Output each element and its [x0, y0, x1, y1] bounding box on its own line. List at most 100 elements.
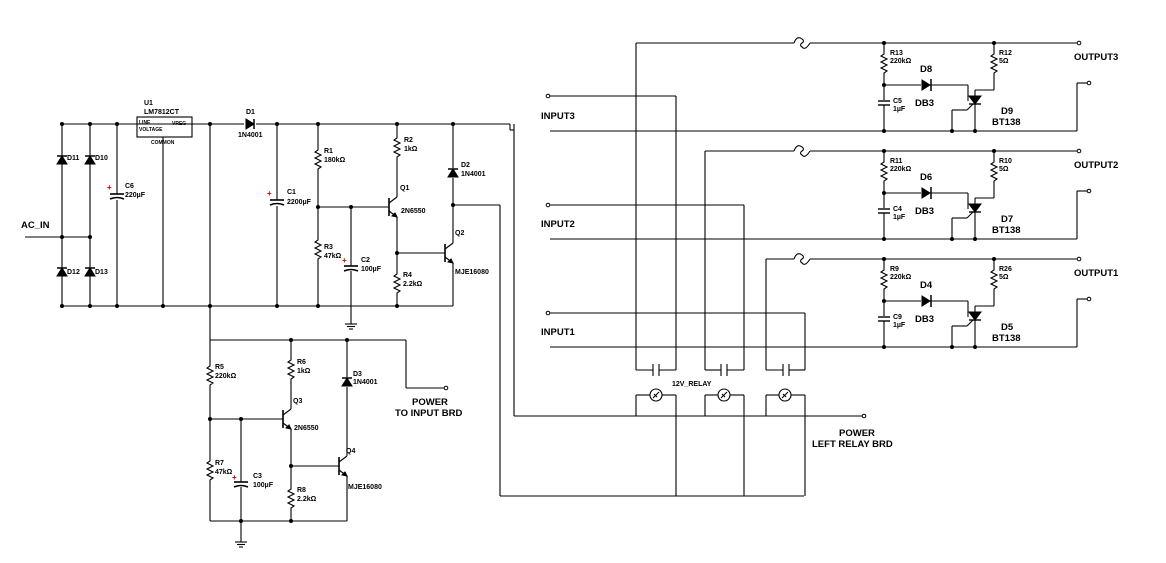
value-r6: 1kΩ [297, 368, 311, 375]
triac-d9 [966, 95, 982, 111]
capacitor-c1 [269, 199, 285, 206]
terminal-input1 [545, 310, 551, 316]
value-r1: 180kΩ [324, 157, 346, 164]
terminal-output2-b [1086, 188, 1092, 194]
value-d8: DB3 [915, 98, 934, 109]
value-r13: 220kΩ [890, 58, 912, 65]
label-c5: C5 [893, 98, 902, 105]
capacitor-c9 [877, 316, 891, 322]
diode-d2 [447, 168, 459, 178]
u1-pin-line: LINE [139, 120, 151, 126]
label-c9: C9 [893, 314, 902, 321]
resistor-r12 [990, 49, 998, 78]
triac-d5 [966, 311, 982, 327]
label-u1: U1 [144, 100, 153, 107]
relay-coil-2 [717, 388, 731, 402]
diode-d11 [56, 155, 68, 165]
label-r7: R7 [215, 460, 224, 467]
label-power-input-1: POWER [412, 397, 448, 408]
terminal-output1-a [1076, 256, 1082, 262]
transistor-q2 [444, 242, 454, 264]
svg-text:+: + [232, 473, 237, 482]
resistor-r7 [206, 456, 214, 485]
label-input2: INPUT2 [541, 219, 575, 230]
value-r4: 2.2kΩ [403, 281, 423, 288]
label-r12: R12 [999, 50, 1012, 57]
label-r6: R6 [297, 359, 306, 366]
ground-symbol-1 [344, 319, 358, 330]
channel-2: OUTPUT2 R11 220kΩ R10 5Ω C4 1µF D6 DB3 D… [705, 145, 1118, 241]
resistor-r10 [990, 157, 998, 186]
u1-pin-vreg: VREG [172, 121, 186, 127]
value-q2: MJE16080 [455, 269, 489, 276]
u1-pin-common: COMMON [151, 140, 175, 146]
label-d7: D7 [1001, 214, 1013, 225]
diac-d6 [921, 186, 932, 200]
label-r1: R1 [324, 148, 333, 155]
label-r9: R9 [890, 266, 899, 273]
value-c1: 2200µF [287, 199, 312, 206]
resistor-r2 [393, 133, 401, 162]
label-ac-in: AC_IN [21, 220, 50, 231]
value-q4: MJE16080 [348, 484, 382, 491]
fuse-1 [793, 253, 811, 265]
value-d4: DB3 [915, 314, 934, 325]
resistor-r26 [990, 265, 998, 294]
terminal-output1-b [1086, 296, 1092, 302]
value-q1: 2N6550 [401, 208, 426, 215]
resistor-r1 [314, 145, 322, 174]
value-d2: 1N4001 [461, 171, 486, 178]
fuse-3 [793, 37, 811, 49]
ground-symbol-2 [234, 537, 248, 548]
value-r5: 220kΩ [215, 373, 237, 380]
label-c6: C6 [125, 183, 134, 190]
value-d7: BT138 [992, 225, 1021, 236]
value-r12: 5Ω [999, 58, 1009, 65]
diode-d12 [56, 267, 68, 277]
value-r3: 47kΩ [324, 253, 342, 260]
capacitor-c4 [877, 208, 891, 214]
diode-d1 [245, 118, 255, 130]
label-output2: OUTPUT2 [1074, 160, 1118, 171]
label-input1: INPUT1 [541, 327, 576, 338]
resistor-r11 [880, 157, 888, 186]
label-d6: D6 [920, 172, 932, 183]
label-output3: OUTPUT3 [1074, 52, 1118, 63]
label-output1: OUTPUT1 [1074, 268, 1119, 279]
relay-coil-3 [778, 388, 792, 402]
transistor-q4 [338, 455, 348, 477]
value-c3: 100µF [253, 482, 274, 489]
channel-3: OUTPUT3 R13 220kΩ R12 5Ω C5 1µF D8 DB3 D… [636, 37, 1118, 133]
value-c4: 1µF [893, 214, 906, 221]
diode-d13 [84, 267, 96, 277]
channel-1: OUTPUT1 R9 220kΩ R26 5Ω C9 1µF D4 DB3 D5 [766, 253, 1119, 349]
terminal-input2 [545, 202, 551, 208]
label-r8: R8 [297, 487, 306, 494]
label-relay: 12V_RELAY [672, 381, 712, 388]
label-c2: C2 [361, 257, 370, 264]
capacitor-c3 [233, 481, 249, 488]
fuse-2 [793, 145, 811, 157]
value-r11: 220kΩ [890, 166, 912, 173]
value-u1: LM7812CT [144, 109, 180, 116]
diac-d8 [921, 78, 932, 92]
triac-d7 [966, 203, 982, 219]
relay-contact-1 [636, 364, 676, 376]
label-d2: D2 [461, 162, 470, 169]
value-c2: 100µF [361, 266, 382, 273]
label-r3: R3 [324, 244, 333, 251]
relay-section: INPUT3 INPUT2 INPUT1 [541, 43, 1077, 496]
label-d3: D3 [353, 371, 362, 378]
value-d1: 1N4001 [238, 132, 263, 139]
label-power-left-1: POWER [839, 428, 875, 439]
label-r2: R2 [404, 137, 413, 144]
relay-coil-1 [649, 388, 663, 402]
value-d3: 1N4001 [353, 379, 378, 386]
value-r9: 220kΩ [890, 274, 912, 281]
label-d8: D8 [920, 64, 932, 75]
terminal-power-left [861, 413, 867, 419]
resistor-r5 [206, 361, 214, 390]
label-r11: R11 [890, 158, 903, 165]
svg-text:+: + [107, 183, 112, 192]
